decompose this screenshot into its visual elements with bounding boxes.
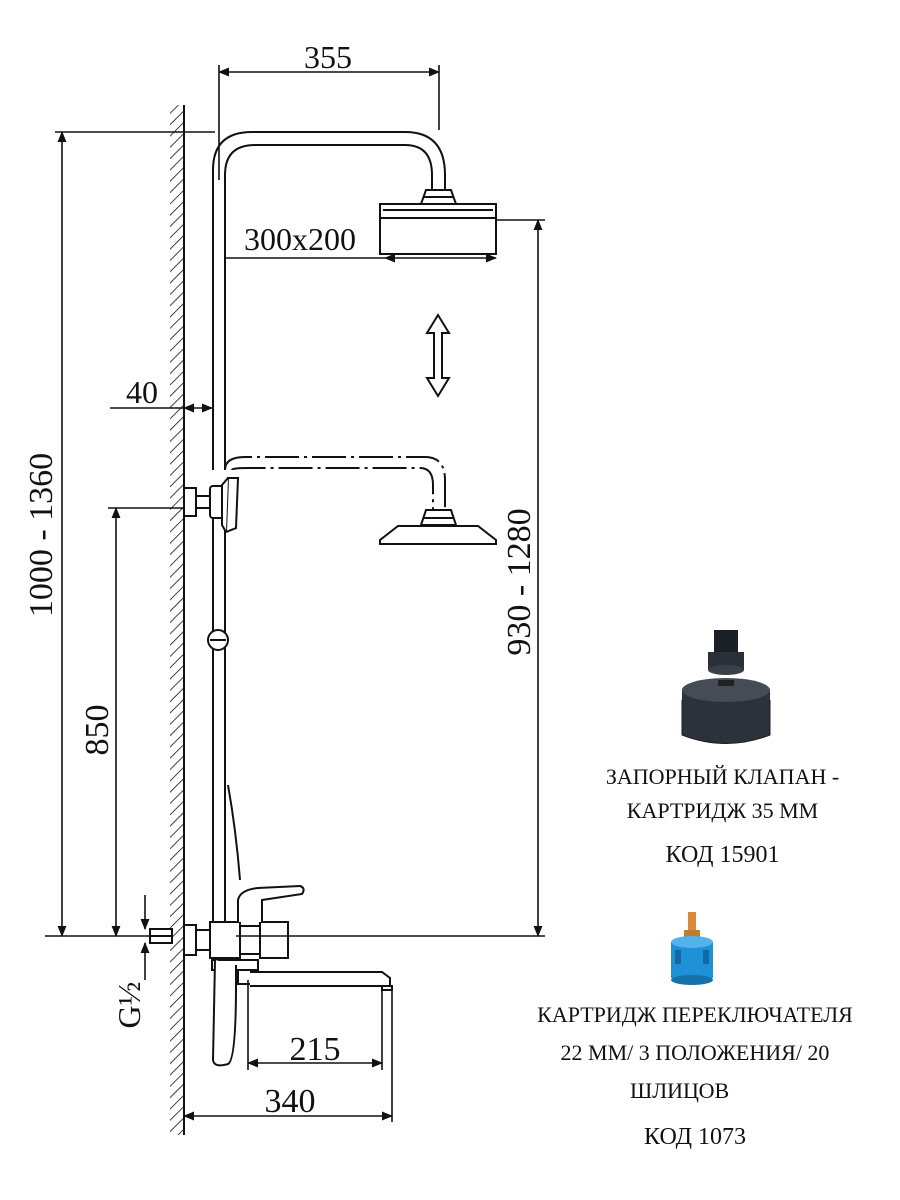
slider-knob [207, 629, 229, 651]
part-2-name-line3: ШЛИЦОВ [630, 1078, 730, 1103]
shower-head-lower [379, 509, 497, 545]
part-2-name-line2: 22 ММ/ 3 ПОЛОЖЕНИЯ/ 20 [560, 1040, 830, 1065]
dimension-lines [45, 65, 545, 1122]
inlet-fitting [149, 928, 173, 944]
dim-wall-offset: 40 [126, 374, 158, 410]
dim-head-height: 930 - 1280 [501, 508, 538, 655]
height-adjust-arrow [425, 313, 451, 398]
shower-arm-lower [224, 456, 446, 510]
dim-thread: G½ [111, 981, 147, 1028]
dim-mixer-height: 850 [79, 705, 116, 756]
dim-top-width: 355 [304, 39, 352, 75]
dim-total-height: 1000 - 1360 [23, 453, 60, 617]
dim-spout-length: 215 [290, 1031, 341, 1068]
part-2-caption: КАРТРИДЖ ПЕРЕКЛЮЧАТЕЛЯ 22 ММ/ 3 ПОЛОЖЕНИ… [500, 996, 890, 1156]
part-1-name-line1: ЗАПОРНЫЙ КЛАПАН - [605, 764, 840, 789]
wall [170, 105, 185, 1135]
shower-head-upper [379, 189, 497, 255]
dim-head-size: 300x200 [244, 221, 356, 257]
part-2-name-line1: КАРТРИДЖ ПЕРЕКЛЮЧАТЕЛЯ [537, 1002, 853, 1027]
wall-bracket [183, 477, 240, 570]
black-cartridge-icon [681, 630, 771, 744]
part-1-code: КОД 15901 [665, 842, 780, 868]
mixer-body [183, 784, 393, 1067]
blue-cartridge-icon [671, 912, 713, 985]
part-2-code: КОД 1073 [644, 1124, 746, 1150]
dim-spout-reach: 340 [265, 1083, 316, 1120]
shower-riser [212, 131, 446, 935]
part-1-caption: ЗАПОРНЫЙ КЛАПАН - КАРТРИДЖ 35 ММ КОД 159… [570, 760, 875, 872]
part-1-name-line2: КАРТРИДЖ 35 ММ [626, 798, 819, 823]
